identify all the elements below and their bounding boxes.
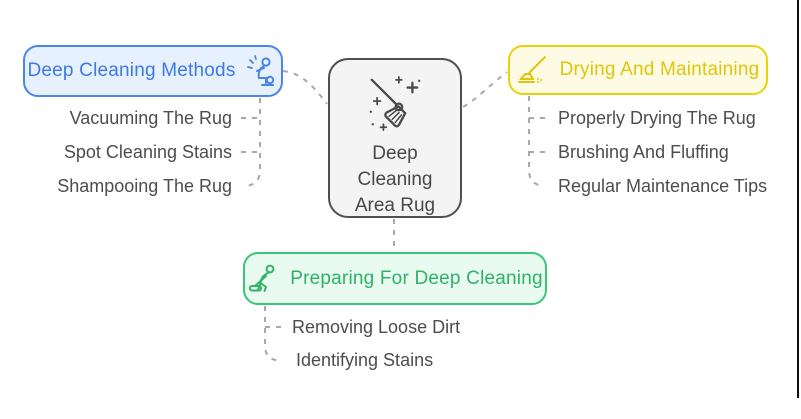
list-item[interactable]: Spot Cleaning Stains [63, 142, 232, 162]
list-item[interactable]: Vacuuming The Rug [69, 108, 232, 128]
list-item[interactable]: Regular Maintenance Tips [558, 176, 768, 196]
list-item[interactable]: Shampooing The Rug [57, 176, 232, 196]
person-scrubbing-spray-icon [245, 54, 279, 88]
branch-node-drying-and-maintaining[interactable]: Drying And Maintaining [508, 45, 768, 95]
right-edge-line [797, 0, 799, 398]
center-node-title: Deep Cleaning Area Rug [354, 143, 436, 217]
branch-label: Drying And Maintaining [559, 59, 760, 80]
list-item[interactable]: Removing Loose Dirt [292, 317, 461, 337]
branch-node-deep-cleaning-methods[interactable]: Deep Cleaning Methods [23, 45, 283, 97]
list-item[interactable]: Properly Drying The Rug [558, 108, 756, 128]
squeegee-mop-icon [517, 54, 551, 86]
branch-label: Deep Cleaning Methods [27, 60, 236, 81]
branch-node-preparing-for-deep-cleaning[interactable]: Preparing For Deep Cleaning [243, 252, 547, 305]
list-item[interactable]: Brushing And Fluffing [558, 142, 729, 162]
center-node-deep-cleaning-area-rug[interactable]: Deep Cleaning Area Rug [328, 58, 462, 218]
person-floor-scrubber-icon [247, 263, 281, 295]
branch-label: Preparing For Deep Cleaning [290, 267, 543, 289]
list-item[interactable]: Identifying Stains [296, 350, 434, 370]
broom-sparkles-icon [366, 74, 424, 139]
